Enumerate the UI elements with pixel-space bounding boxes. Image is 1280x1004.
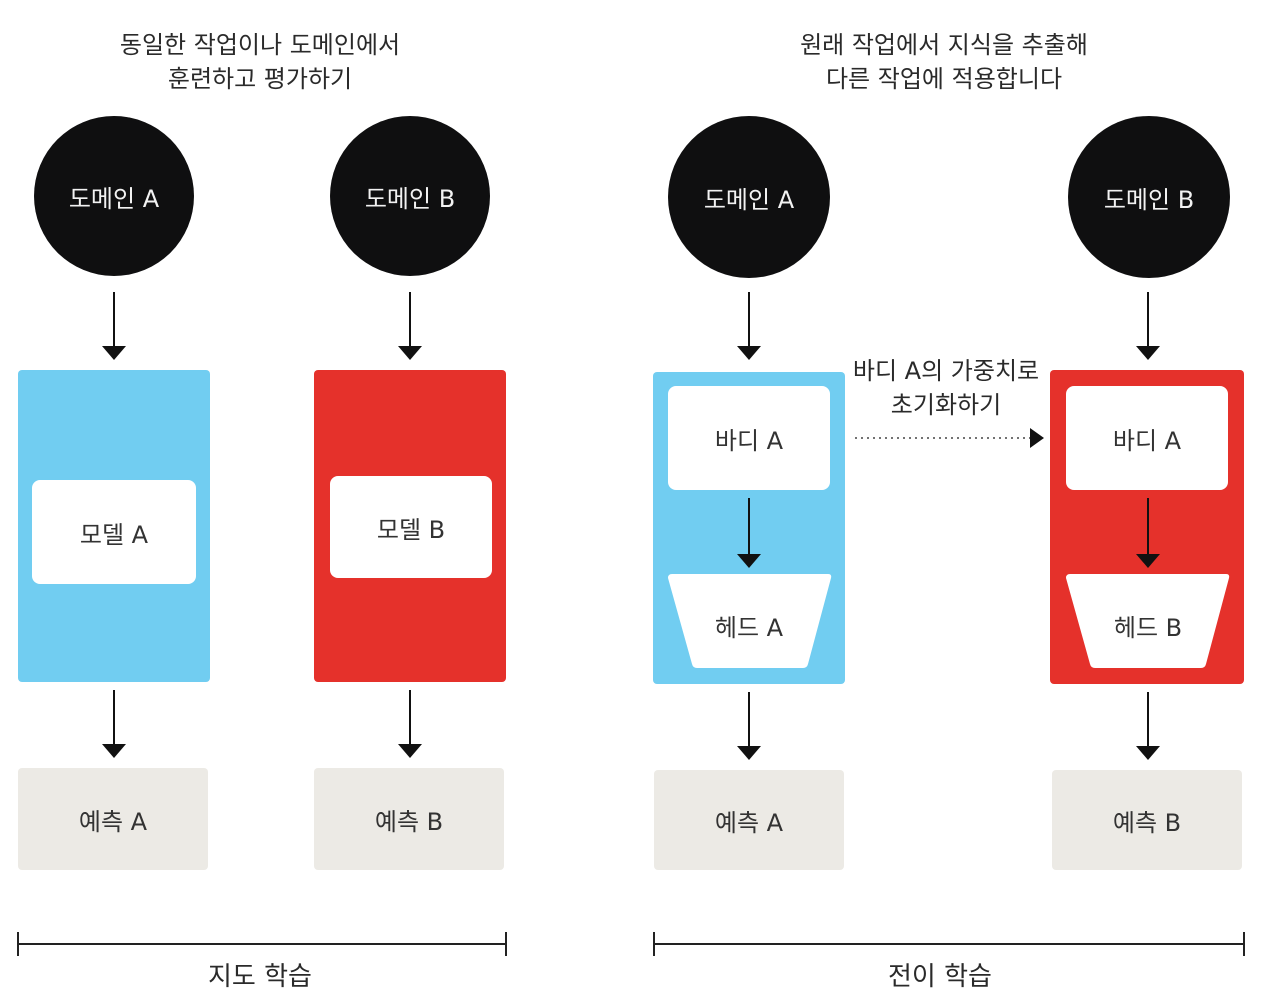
left-caption-line-2: 훈련하고 평가하기	[167, 65, 353, 93]
model-a-label: 모델 A	[79, 520, 149, 549]
prediction-a-left: 예측 A	[18, 768, 208, 870]
model-b-label: 모델 B	[376, 515, 446, 544]
domain-b-circle-right: 도메인 B	[1068, 116, 1230, 278]
supervised-learning-label: 지도 학습	[208, 962, 312, 992]
head-b-shape	[1066, 574, 1230, 668]
arrow-transfer-a-to-prediction-a	[737, 692, 761, 760]
right-caption: 원래 작업에서 지식을 추출해 다른 작업에 적용합니다	[744, 28, 1144, 96]
model-a-box: 모델 A	[32, 480, 196, 584]
body-a-box-left: 바디 A	[668, 386, 830, 490]
arrow-domain-a-to-transfer-a	[737, 292, 761, 360]
arrow-model-a-to-prediction-a	[102, 690, 126, 758]
domain-a-circle-right: 도메인 A	[668, 116, 830, 278]
head-a-label: 헤드 A	[714, 614, 784, 642]
prediction-b-right: 예측 B	[1052, 770, 1242, 870]
transfer-weights-arrow	[855, 428, 1044, 448]
arrow-transfer-b-to-prediction-b	[1136, 692, 1160, 760]
domain-a-label-right: 도메인 A	[703, 185, 795, 214]
prediction-a-right: 예측 A	[654, 770, 844, 870]
body-a-label-right: 바디 A	[1112, 426, 1182, 455]
domain-b-label-right: 도메인 B	[1103, 185, 1195, 214]
head-a-shape	[668, 574, 832, 668]
body-a-box-right: 바디 A	[1066, 386, 1228, 490]
transfer-annotation-line-1: 바디 A의 가중치로	[852, 357, 1040, 385]
arrow-model-b-to-prediction-b	[398, 690, 422, 758]
arrow-domain-b-to-model-b	[398, 292, 422, 360]
supervised-learning-bracket	[17, 932, 507, 956]
arrow-domain-a-to-model-a	[102, 292, 126, 360]
left-caption: 동일한 작업이나 도메인에서 훈련하고 평가하기	[60, 28, 460, 96]
prediction-b-label-left: 예측 B	[374, 807, 444, 836]
transfer-annotation: 바디 A의 가중치로 초기화하기	[846, 354, 1046, 422]
domain-b-circle-left: 도메인 B	[330, 116, 490, 276]
model-b-box: 모델 B	[330, 476, 492, 578]
right-caption-line-1: 원래 작업에서 지식을 추출해	[800, 31, 1088, 59]
right-caption-line-2: 다른 작업에 적용합니다	[825, 65, 1063, 93]
domain-a-circle-left: 도메인 A	[34, 116, 194, 276]
head-b-label: 헤드 B	[1113, 614, 1183, 642]
arrow-body-a-to-head-a	[737, 498, 761, 568]
prediction-a-label-right: 예측 A	[714, 808, 784, 837]
left-caption-line-1: 동일한 작업이나 도메인에서	[119, 31, 401, 59]
body-a-label-left: 바디 A	[714, 426, 784, 455]
prediction-a-label-left: 예측 A	[78, 807, 148, 836]
domain-b-label-left: 도메인 B	[364, 184, 456, 213]
arrow-domain-b-to-transfer-b	[1136, 292, 1160, 360]
arrow-body-a-to-head-b	[1136, 498, 1160, 568]
transfer-annotation-line-2: 초기화하기	[890, 391, 1002, 419]
transfer-learning-bracket	[653, 932, 1245, 956]
prediction-b-label-right: 예측 B	[1112, 808, 1182, 837]
transfer-learning-label: 전이 학습	[888, 962, 992, 992]
domain-a-label-left: 도메인 A	[68, 184, 160, 213]
prediction-b-left: 예측 B	[314, 768, 504, 870]
